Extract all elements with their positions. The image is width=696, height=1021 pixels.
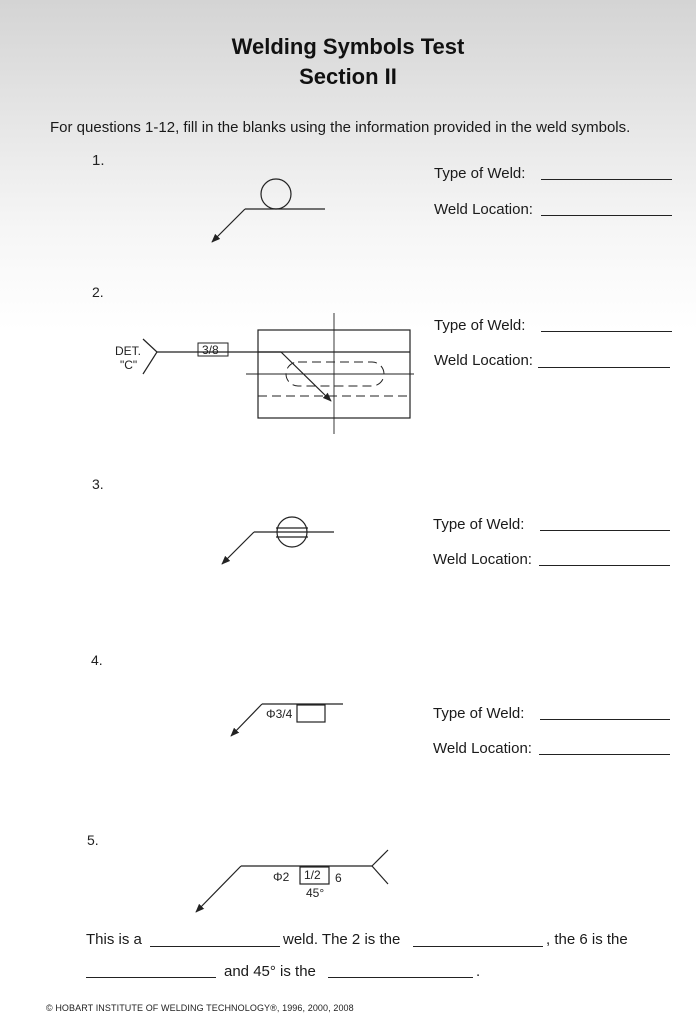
instructions-text: For questions 1-12, fill in the blanks u… [50,119,631,136]
q1-type-label: Type of Weld: [434,165,526,182]
q2-size: 3/8 [202,343,219,357]
q4-type-blank[interactable] [540,719,670,720]
q1-location-blank[interactable] [541,215,672,216]
q2-det-label: DET. [115,344,142,358]
q3-type-blank[interactable] [540,530,670,531]
copyright-footer: © HOBART INSTITUTE OF WELDING TECHNOLOGY… [46,1003,354,1013]
q2-type-label: Type of Weld: [434,317,526,334]
q1-location-label: Weld Location: [434,201,533,218]
q2-location-label: Weld Location: [434,352,533,369]
q5-weld-symbol [195,849,389,913]
question-3-number: 3. [92,476,104,492]
q2-type-blank[interactable] [541,331,672,332]
q4-location-blank[interactable] [539,754,670,755]
q1-weld-symbol [211,178,325,243]
q2-location-blank[interactable] [538,367,670,368]
q5-six-blank[interactable] [86,977,216,978]
q3-location-label: Weld Location: [433,551,532,568]
q4-location-label: Weld Location: [433,740,532,757]
q3-location-blank[interactable] [539,565,670,566]
q3-type-label: Type of Weld: [433,516,525,533]
q2-weld-symbol [142,313,414,434]
q5-size: 1/2 [304,868,321,882]
question-1-number: 1. [92,152,105,169]
question-2-number: 2. [92,284,104,300]
page-title: Welding Symbols Test [231,34,465,59]
question-4-number: 4. [91,652,103,668]
q5-dimension: Φ2 [273,870,290,884]
page-subtitle: Section II [299,64,397,89]
q5-angle: 45° [306,886,325,900]
q5-sentence-part4: and 45° is the [224,963,316,980]
q5-sentence-part2: weld. The 2 is the [283,931,401,948]
q5-sentence-part1: This is a [86,931,142,948]
q1-type-blank[interactable] [541,179,672,180]
q5-sentence-part3: , the 6 is the [546,931,628,948]
q5-weld-type-blank[interactable] [150,946,280,947]
question-5-number: 5. [87,832,99,848]
q4-weld-symbol [230,703,343,737]
q5-length: 6 [335,871,342,885]
q4-dimension: Φ3/4 [266,707,293,721]
q5-angle-blank[interactable] [328,977,473,978]
q5-two-blank[interactable] [413,946,543,947]
q3-weld-symbol [221,516,334,565]
q5-sentence-part5: . [476,963,481,980]
q2-det-ref: "C" [120,358,138,372]
q4-type-label: Type of Weld: [433,705,525,722]
